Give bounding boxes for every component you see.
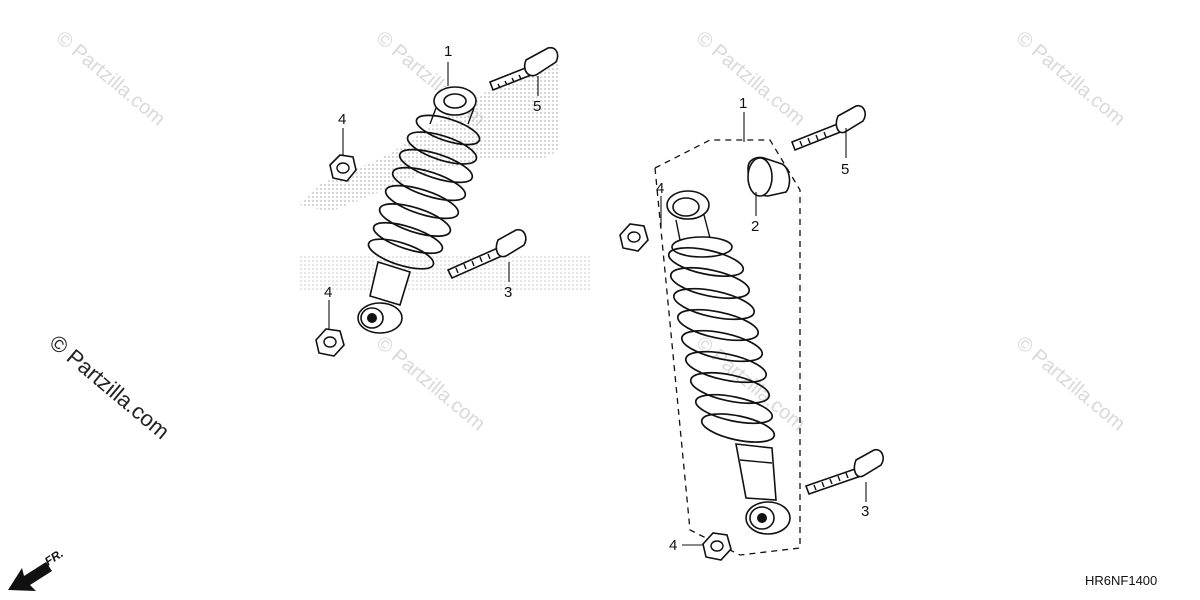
watermark-text: © Partzilla.com: [1012, 332, 1129, 435]
callout-number: 1: [444, 43, 452, 60]
right-nut-4-top: [619, 223, 649, 252]
watermark-text: © Partzilla.com: [1012, 27, 1129, 130]
left-bolt-3: [446, 228, 527, 280]
right-bolt-5: [790, 104, 866, 152]
callout-number: 4: [324, 284, 332, 301]
left-nut-4-bottom: [315, 328, 345, 357]
callout-number: 5: [533, 98, 541, 115]
callout-number: 4: [669, 537, 677, 554]
callout-number: 2: [751, 218, 759, 235]
watermark-layer: © Partzilla.com © Partzilla.com © Partzi…: [52, 27, 1129, 435]
left-bolt-5: [488, 46, 559, 92]
left-shock-absorber: [357, 86, 481, 334]
callout-number: 4: [338, 111, 346, 128]
watermark-text: © Partzilla.com: [692, 332, 809, 435]
right-bolt-3: [804, 448, 884, 496]
callout-number: 4: [656, 180, 664, 197]
left-nut-4-top: [329, 154, 357, 182]
watermark-text-prominent: © Partzilla.com: [45, 330, 175, 444]
callout-number: 5: [841, 161, 849, 178]
watermark-text: © Partzilla.com: [52, 27, 169, 130]
diagram-code: HR6NF1400: [1085, 573, 1157, 588]
callout-number: 1: [739, 95, 747, 112]
watermark-text: © Partzilla.com: [372, 332, 489, 435]
front-arrow-icon: [8, 562, 52, 591]
assembly-boundary: [654, 139, 801, 556]
right-shock-absorber: [666, 190, 791, 535]
right-bushing-2: [747, 156, 791, 197]
callout-number: 3: [861, 503, 869, 520]
callout-number: 3: [504, 284, 512, 301]
watermark-text: © Partzilla.com: [692, 27, 809, 130]
front-direction-indicator: FR.: [8, 546, 66, 591]
right-nut-4-bottom: [702, 532, 732, 561]
